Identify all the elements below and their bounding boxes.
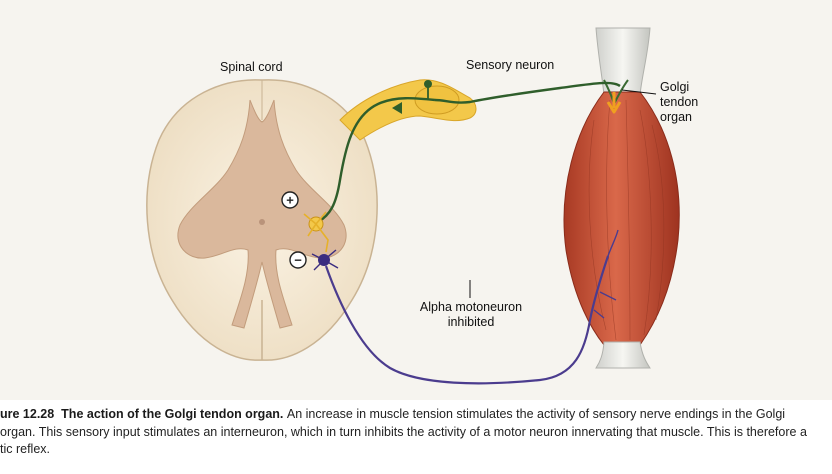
minus-sign: − <box>294 253 302 268</box>
golgi-label-line2: tendon <box>660 95 720 110</box>
caption-figure-number: ure 12.28 <box>0 407 54 421</box>
spinal-cord-label: Spinal cord <box>220 60 283 74</box>
caption-line-3: tic reflex. <box>0 441 50 458</box>
caption-line-1: ure 12.28 The action of the Golgi tendon… <box>0 406 785 423</box>
caption-line-2: organ. This sensory input stimulates an … <box>0 424 807 441</box>
ganglion-cell-body <box>424 80 432 88</box>
alpha-motoneuron-label: Alpha motoneuron inhibited <box>402 300 540 330</box>
excitatory-sign: + <box>282 192 298 208</box>
caption-line1-text: An increase in muscle tension stimulates… <box>287 407 785 421</box>
caption-heading: ure 12.28 The action of the Golgi tendon… <box>0 407 283 421</box>
figure-caption: ure 12.28 The action of the Golgi tendon… <box>0 404 832 474</box>
alpha-label-line1: Alpha motoneuron <box>402 300 540 315</box>
golgi-label-line1: Golgi <box>660 80 720 95</box>
sensory-neuron-label: Sensory neuron <box>466 58 554 72</box>
inhibitory-sign: − <box>290 252 306 268</box>
plus-sign: + <box>286 193 294 208</box>
golgi-tendon-organ-label: Golgi tendon organ <box>660 80 720 125</box>
golgi-tendon-diagram: + − <box>0 0 832 400</box>
page-background <box>0 0 832 400</box>
caption-title: The action of the Golgi tendon organ. <box>61 407 283 421</box>
golgi-label-line3: organ <box>660 110 720 125</box>
alpha-label-line2: inhibited <box>402 315 540 330</box>
central-canal <box>259 219 265 225</box>
